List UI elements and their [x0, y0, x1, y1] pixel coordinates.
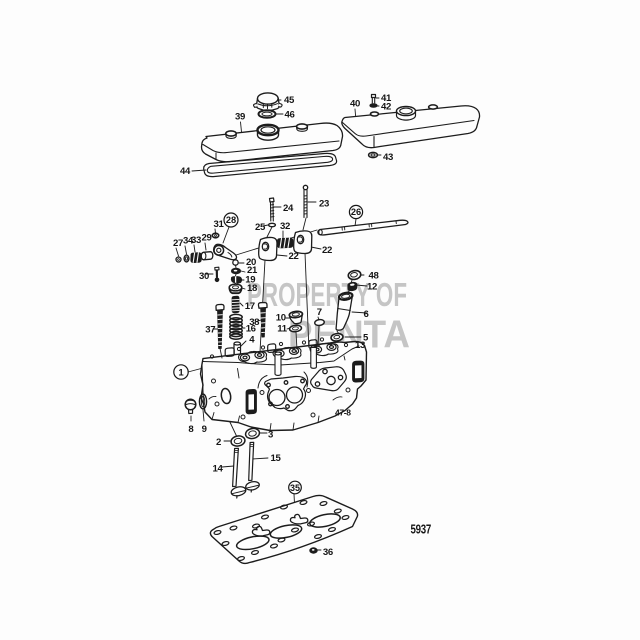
svg-text:28: 28 — [226, 215, 236, 225]
svg-text:39: 39 — [235, 112, 245, 123]
svg-text:33: 33 — [191, 235, 201, 246]
svg-text:24: 24 — [283, 203, 294, 214]
svg-text:44: 44 — [180, 166, 191, 177]
svg-text:19: 19 — [245, 275, 255, 286]
svg-text:47-8: 47-8 — [335, 408, 351, 418]
svg-text:27: 27 — [173, 238, 183, 249]
svg-text:30: 30 — [199, 271, 209, 282]
svg-text:43: 43 — [383, 152, 393, 163]
svg-text:40: 40 — [350, 99, 360, 110]
svg-text:13: 13 — [355, 340, 365, 351]
svg-text:46: 46 — [285, 110, 295, 121]
svg-text:10: 10 — [276, 313, 286, 324]
svg-text:45: 45 — [284, 95, 295, 106]
svg-text:37: 37 — [205, 324, 215, 335]
svg-text:16: 16 — [246, 324, 256, 335]
svg-text:11: 11 — [277, 324, 287, 335]
svg-text:17: 17 — [245, 301, 255, 312]
svg-text:7: 7 — [317, 307, 322, 318]
svg-text:26: 26 — [351, 207, 361, 217]
svg-text:22: 22 — [322, 245, 332, 256]
svg-text:36: 36 — [323, 547, 333, 558]
svg-text:48: 48 — [369, 270, 380, 281]
svg-text:6: 6 — [364, 309, 369, 320]
svg-text:22: 22 — [289, 251, 299, 262]
svg-text:32: 32 — [280, 221, 290, 232]
svg-text:38: 38 — [249, 317, 260, 328]
svg-text:1: 1 — [178, 368, 184, 379]
svg-text:35: 35 — [290, 483, 300, 493]
svg-text:15: 15 — [271, 453, 282, 464]
svg-text:23: 23 — [319, 199, 329, 210]
svg-text:4: 4 — [249, 334, 255, 345]
svg-text:21: 21 — [247, 265, 258, 276]
svg-text:29: 29 — [202, 233, 212, 244]
svg-text:12: 12 — [367, 282, 377, 293]
svg-text:34: 34 — [183, 236, 194, 247]
svg-text:3: 3 — [268, 430, 273, 441]
svg-text:31: 31 — [214, 219, 225, 230]
svg-text:2: 2 — [216, 437, 221, 448]
svg-text:41: 41 — [381, 93, 392, 104]
svg-text:5937: 5937 — [411, 523, 432, 537]
svg-text:PROPERTY OF: PROPERTY OF — [247, 276, 407, 313]
svg-text:8: 8 — [188, 424, 194, 435]
svg-text:20: 20 — [246, 257, 256, 268]
svg-text:9: 9 — [202, 424, 207, 435]
svg-text:18: 18 — [247, 283, 258, 294]
svg-text:5: 5 — [363, 333, 369, 344]
svg-text:14: 14 — [213, 464, 224, 475]
svg-text:25: 25 — [255, 222, 266, 233]
svg-text:42: 42 — [381, 102, 391, 113]
